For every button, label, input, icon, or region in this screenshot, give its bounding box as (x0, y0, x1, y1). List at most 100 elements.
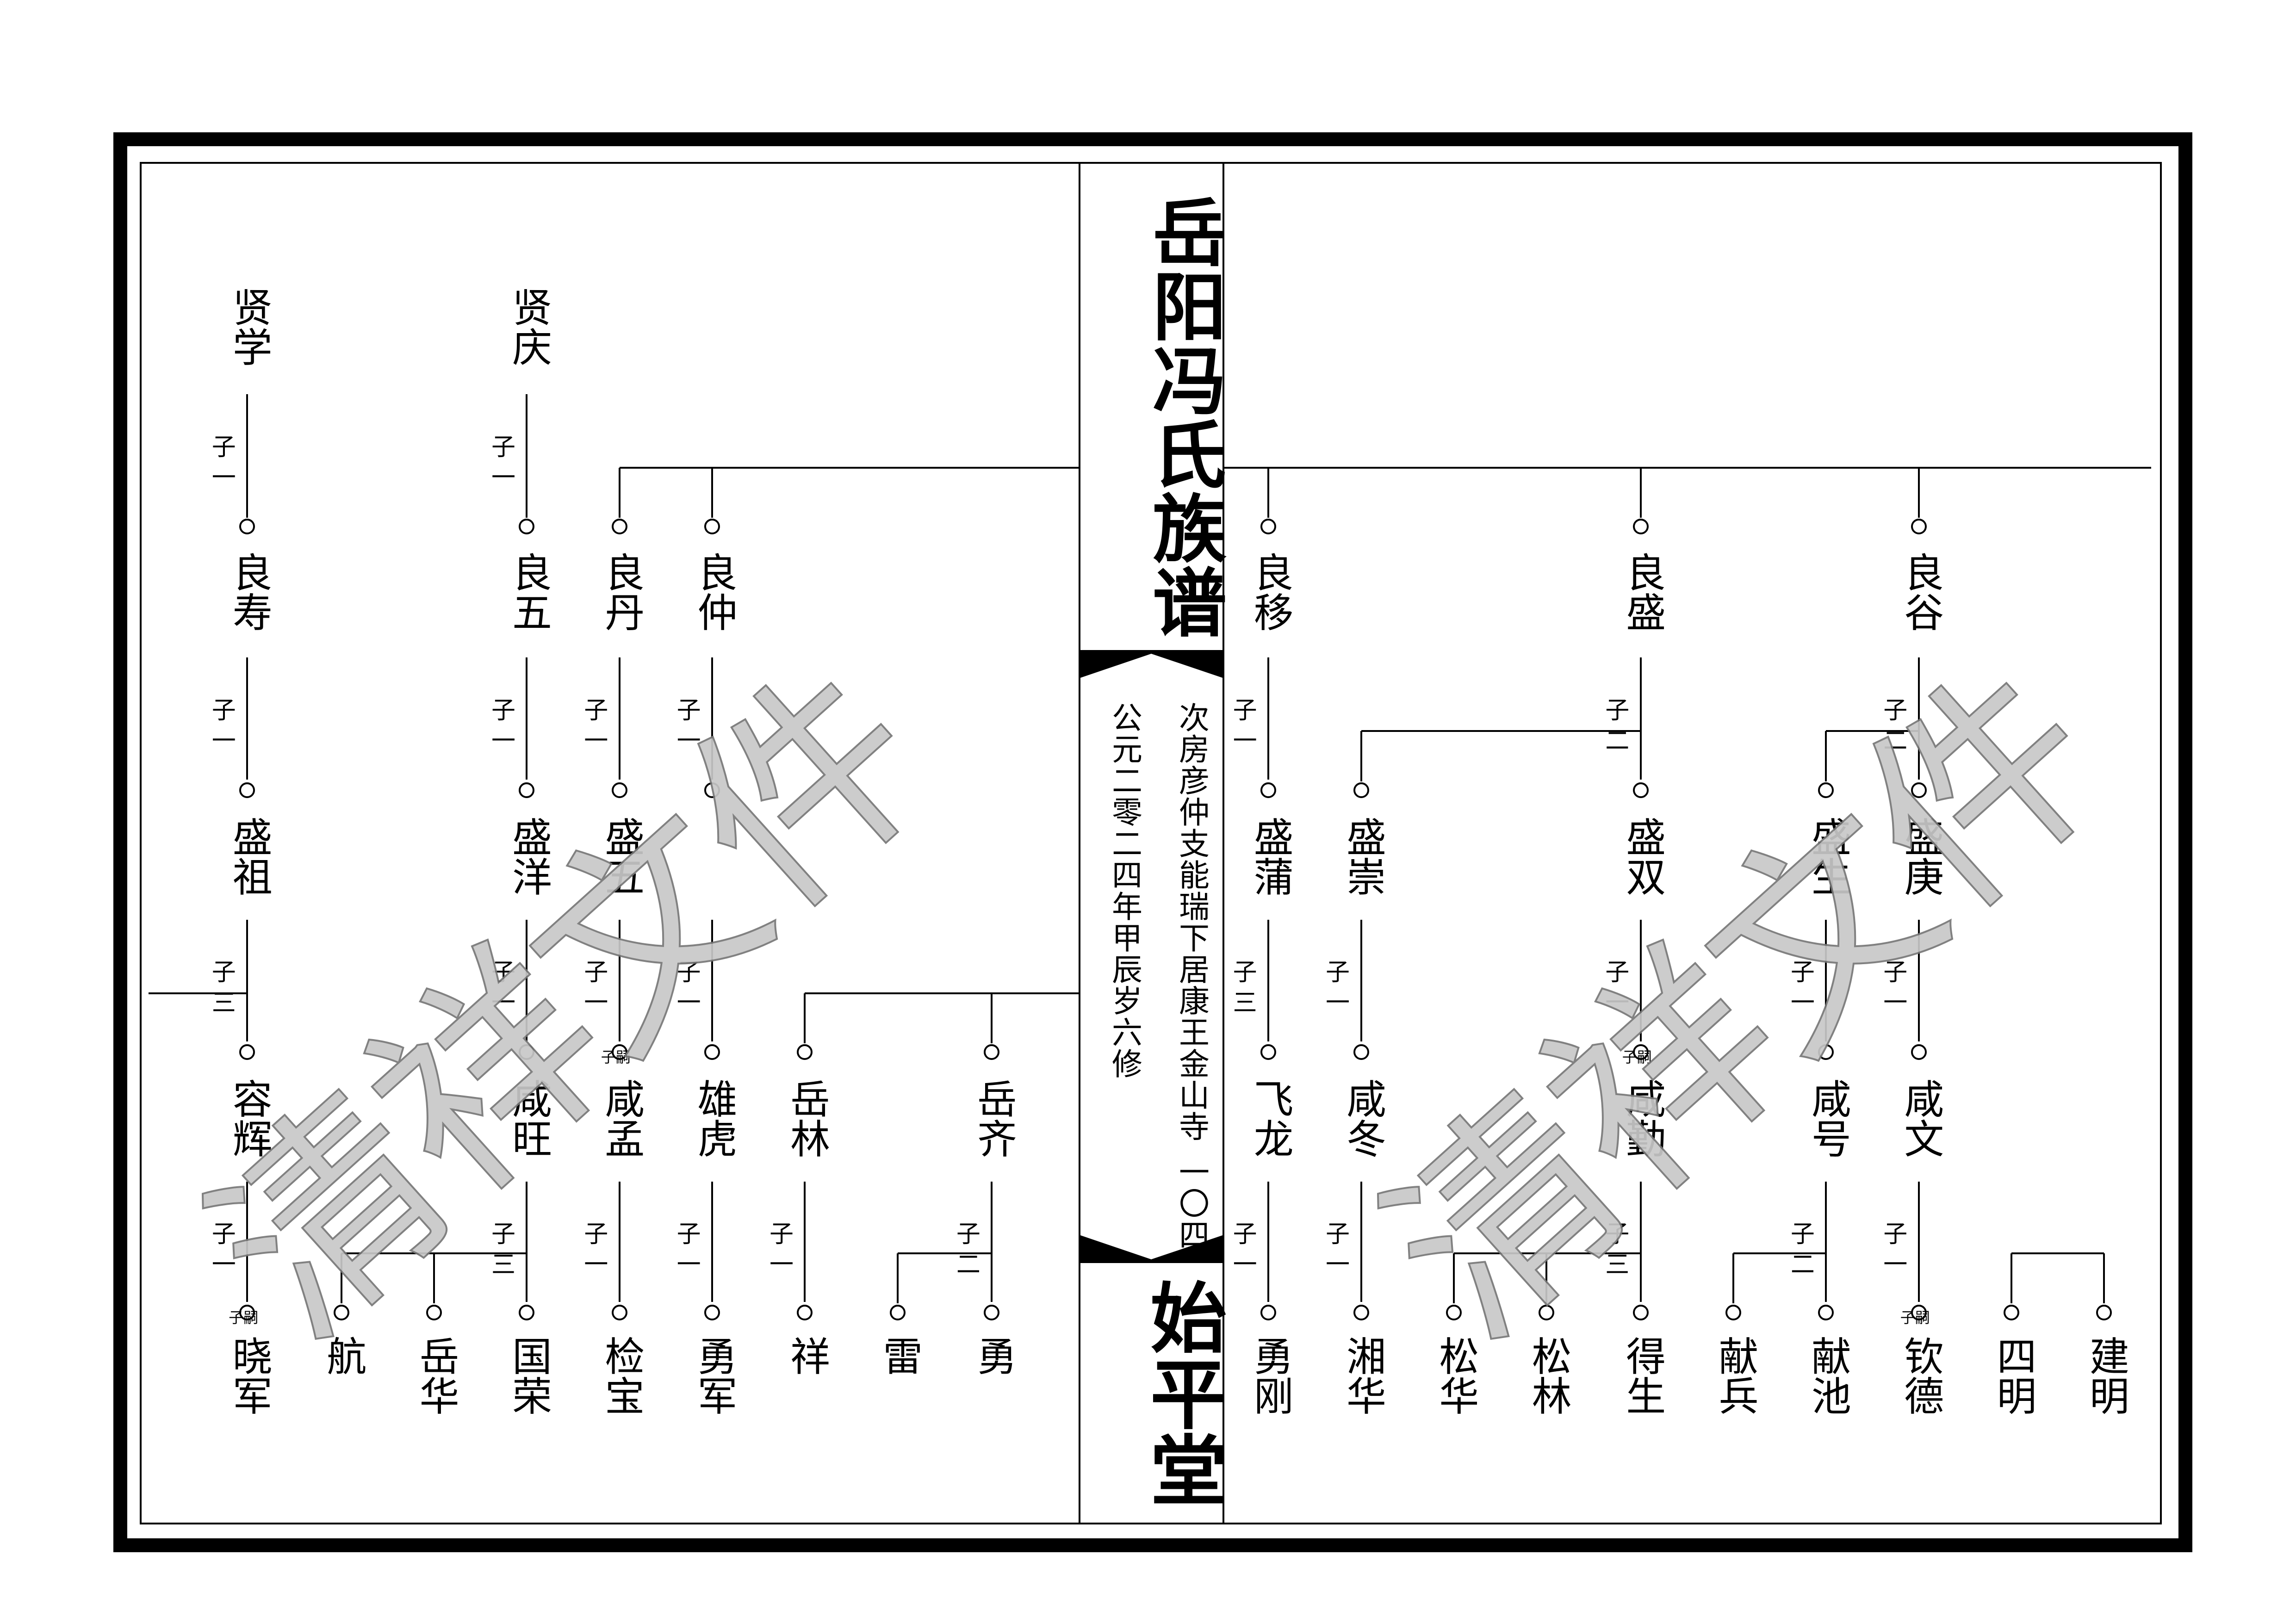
member-name: 岳林 (783, 1078, 830, 1158)
member-name: 良丹 (597, 551, 644, 632)
sibling-line (1733, 1252, 1826, 1255)
member-name: 贤庆 (505, 287, 552, 367)
node-circle (611, 519, 627, 535)
sibling-line (1826, 730, 1919, 732)
relation-label: 子一 (672, 1221, 701, 1282)
node-circle (611, 1044, 627, 1060)
member-name: 得生 (1619, 1336, 1665, 1416)
descent-line (1267, 1181, 1270, 1302)
node-circle (611, 1304, 627, 1320)
member-name: 勇军 (690, 1336, 737, 1416)
node-circle (1353, 1304, 1369, 1320)
relation-label: 子二 (1786, 1221, 1814, 1282)
descent-line (1917, 1181, 1920, 1302)
member-name: 雷 (875, 1336, 922, 1376)
relation-label: 子一 (672, 697, 701, 759)
branch-line (804, 993, 806, 1043)
descent-line (246, 1181, 248, 1302)
member-name: 岳齐 (970, 1078, 1017, 1158)
member-name: 良盛 (1619, 551, 1665, 632)
relation-label: 子三 (1601, 1221, 1629, 1282)
descent-line (526, 394, 528, 518)
heir-label: 子嗣 (601, 1048, 631, 1066)
branch-line (711, 468, 714, 518)
descent-line (526, 1181, 528, 1302)
node-circle (239, 1044, 255, 1060)
node-circle (1260, 1044, 1277, 1060)
node-circle (333, 1304, 349, 1320)
member-name: 咸号 (1804, 1078, 1851, 1158)
heir-label: 子嗣 (1900, 1308, 1930, 1326)
descent-line (618, 919, 621, 1042)
member-name: 良寿 (225, 551, 272, 632)
node-circle (519, 1304, 535, 1320)
descent-line (618, 1181, 621, 1302)
descent-line (1360, 1181, 1362, 1302)
sibling-line (2011, 1252, 2104, 1255)
heir-label: 子嗣 (1622, 1048, 1652, 1066)
descent-line (711, 657, 714, 780)
node-circle (704, 1304, 720, 1320)
member-name: 咸孟 (597, 1078, 644, 1158)
node-circle (1818, 1044, 1834, 1060)
member-name: 检宝 (597, 1336, 644, 1416)
node-circle (519, 782, 535, 798)
member-name: 勇刚 (1247, 1336, 1293, 1416)
descent-line (1917, 657, 1920, 780)
member-name: 咸勤 (1619, 1078, 1665, 1158)
node-circle (1632, 1304, 1649, 1320)
node-circle (519, 1044, 535, 1060)
relation-label: 子二 (1879, 697, 1907, 759)
member-name: 四明 (1990, 1336, 2036, 1416)
relation-label: 子一 (1229, 697, 1257, 759)
member-name: 雄虎 (690, 1078, 737, 1158)
relation-label: 子一 (765, 1221, 793, 1282)
relation-label: 子一 (1321, 959, 1349, 1021)
relation-label: 子一 (487, 959, 515, 1021)
member-name: 盛洋 (505, 816, 552, 896)
node-circle (1818, 1304, 1834, 1320)
descent-line (246, 657, 248, 780)
branch-line (1917, 468, 1920, 518)
descent-line (1639, 1181, 1642, 1302)
descent-line (1825, 919, 1827, 1042)
branch-line (2103, 1253, 2105, 1304)
node-circle (1911, 519, 1927, 535)
member-name: 良五 (505, 551, 552, 632)
relation-label: 子二 (952, 1221, 980, 1282)
relation-label: 子一 (1879, 959, 1907, 1021)
descent-line (526, 919, 528, 1042)
outer-frame (113, 132, 2192, 1552)
relation-label: 子一 (1879, 1221, 1907, 1282)
member-name: 盛崇 (1339, 816, 1386, 896)
branch-line (1732, 1253, 1735, 1304)
branch-line (433, 1253, 435, 1304)
member-name: 盛生 (1804, 816, 1851, 896)
relation-label: 子一 (487, 697, 515, 759)
node-circle (1911, 1044, 1927, 1060)
member-name: 盛庚 (1897, 816, 1943, 896)
relation-label: 子三 (207, 959, 236, 1021)
node-circle (797, 1304, 813, 1320)
branch-note-text: 次房彦仲支能瑞下居康王金山寺 (1174, 702, 1210, 1142)
node-circle (1260, 1304, 1277, 1320)
member-name: 松华 (1432, 1336, 1478, 1416)
node-circle (1818, 782, 1834, 798)
relation-label: 子二 (1601, 697, 1629, 759)
member-name: 岳华 (412, 1336, 459, 1416)
descent-line (804, 1181, 806, 1302)
branch-line (618, 468, 621, 518)
descent-line (711, 1181, 714, 1302)
descent-line (1267, 919, 1270, 1042)
relation-label: 子一 (207, 1221, 236, 1282)
node-circle (239, 1304, 255, 1320)
relation-label: 子三 (487, 1221, 515, 1282)
branch-line (1545, 1253, 1548, 1304)
sibling-line (149, 992, 248, 994)
branch-line (340, 1253, 342, 1304)
relation-label: 子一 (1786, 959, 1814, 1021)
branch-line (1639, 468, 1642, 518)
node-circle (704, 519, 720, 535)
node-circle (239, 519, 255, 535)
node-circle (704, 1044, 720, 1060)
